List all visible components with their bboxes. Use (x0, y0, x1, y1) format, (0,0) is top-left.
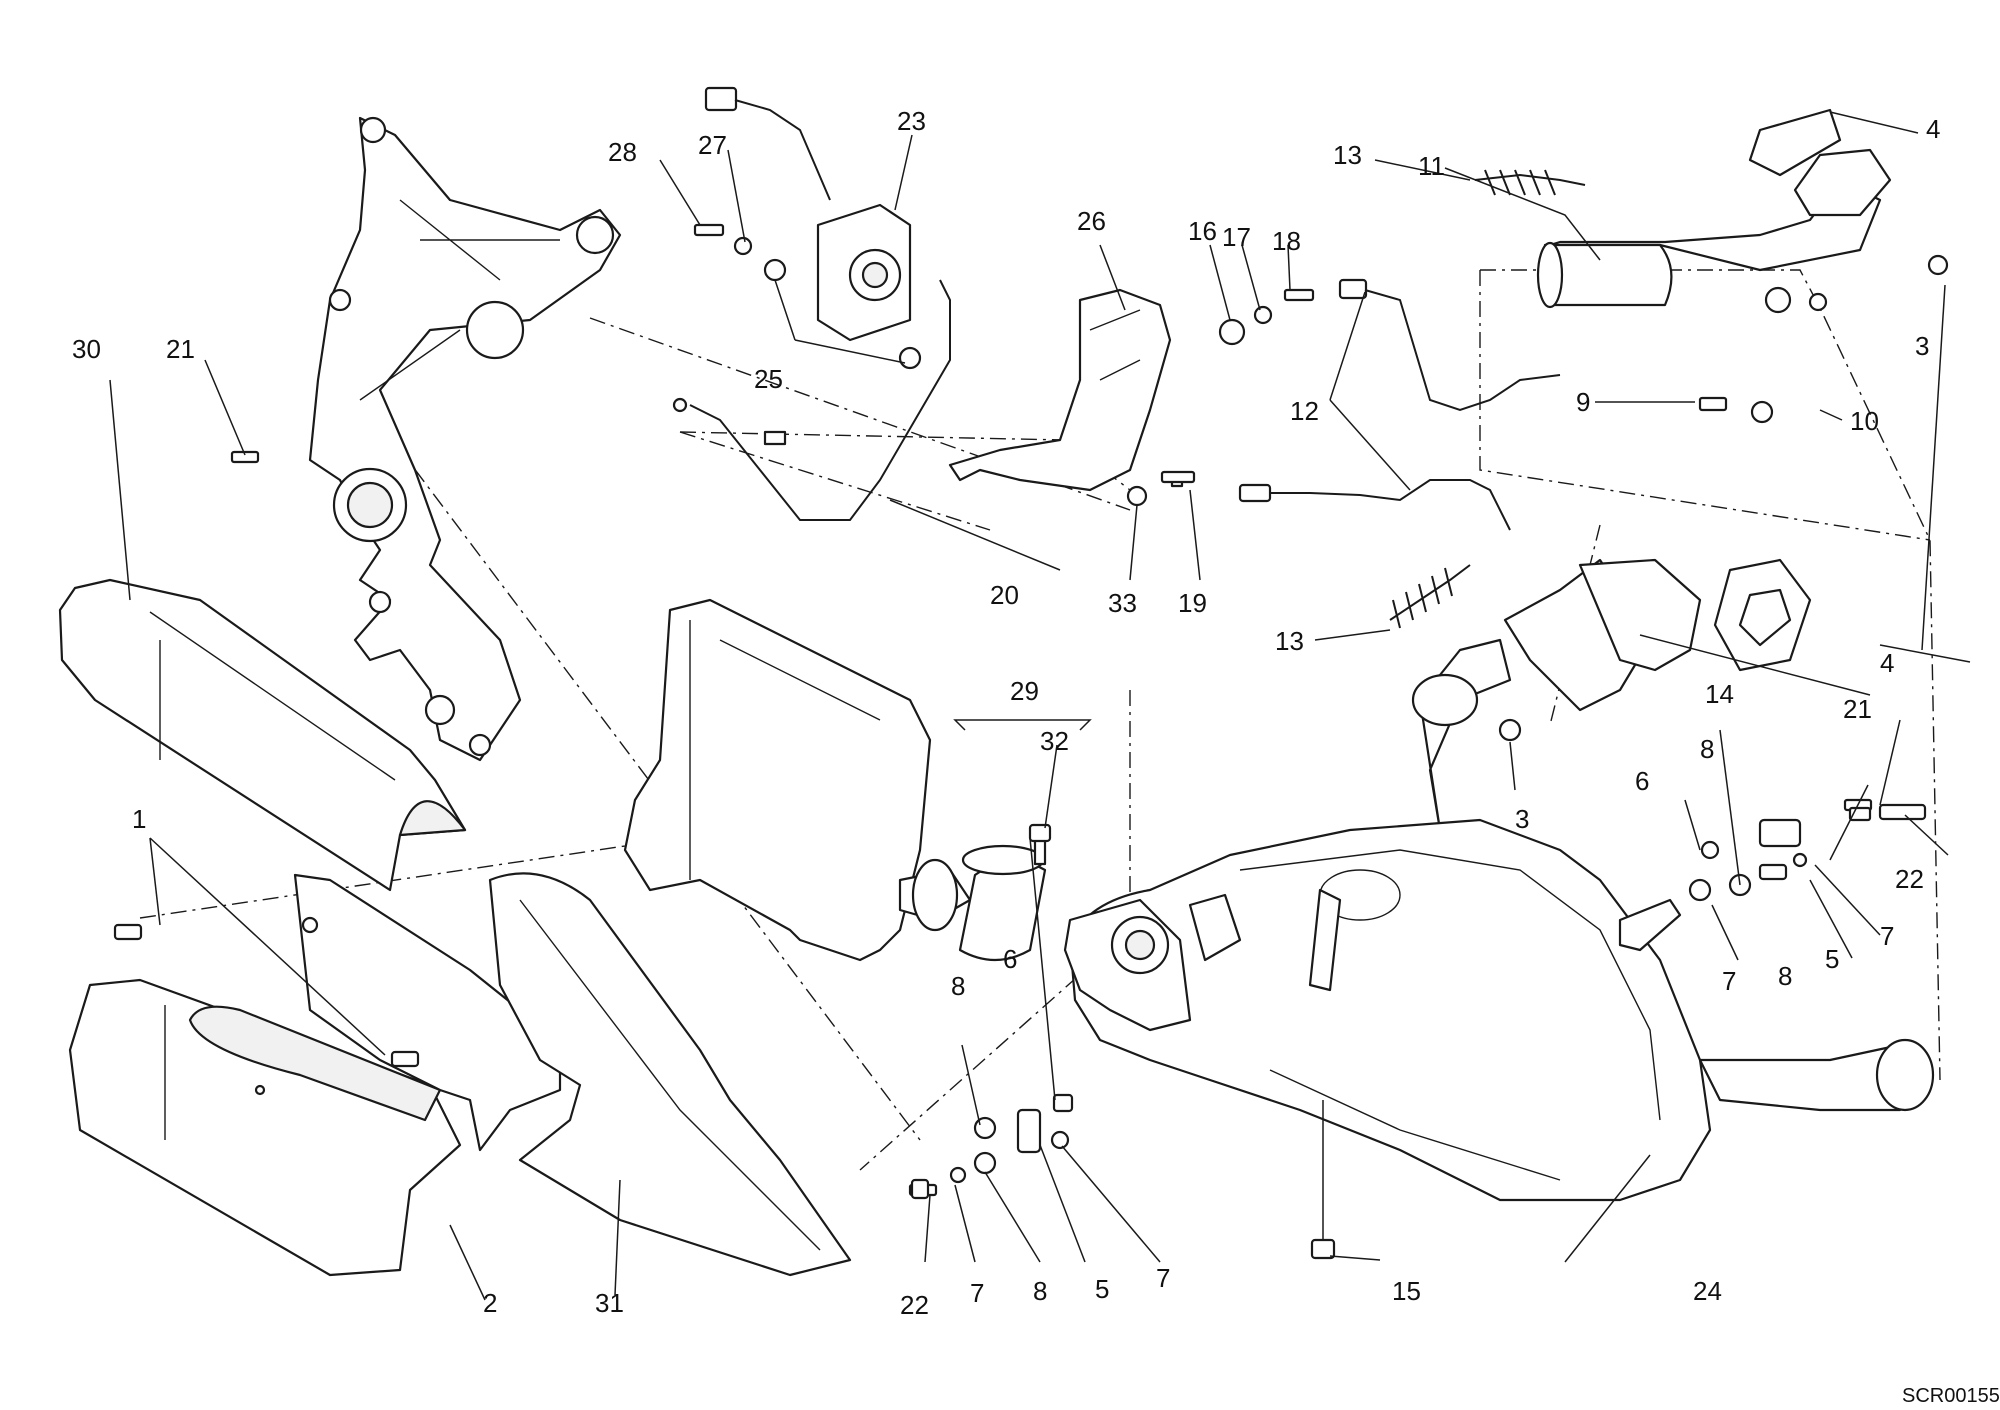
callout-7-c: 7 (1722, 966, 1736, 996)
frame-bracket (308, 116, 622, 762)
drawing-code: SCR00155 (1902, 1385, 2000, 1407)
callout-7-d: 7 (1880, 921, 1894, 951)
callout-17: 17 (1222, 222, 1251, 252)
callout-29: 29 (1010, 676, 1039, 706)
nut-15 (1310, 1100, 1336, 1260)
inlet-pipe-with-valve (1063, 893, 1242, 1032)
callout-32: 32 (1040, 726, 1069, 756)
callout-8-a: 8 (951, 971, 965, 1001)
callout-1: 1 (132, 804, 146, 834)
gaskets-4 (1713, 108, 1842, 672)
callout-8-d: 8 (1778, 961, 1792, 991)
callout-22-right: 22 (1895, 864, 1924, 894)
lambda-sensors-12 (1238, 278, 1561, 531)
callout-25: 25 (754, 364, 783, 394)
callout-6-right: 6 (1635, 766, 1649, 796)
callout-26: 26 (1077, 206, 1106, 236)
springs-13 (1389, 169, 1586, 629)
clamp-hardware-lower (113, 923, 1074, 1200)
bolt-32 (1028, 823, 1052, 866)
valve-cover-26 (948, 288, 1172, 492)
silencer-canister (623, 598, 972, 962)
callout-10: 10 (1850, 406, 1879, 436)
callout-7-a: 7 (970, 1278, 984, 1308)
callout-8-b: 8 (1033, 1276, 1047, 1306)
callout-7-b: 7 (1156, 1263, 1170, 1293)
callout-16: 16 (1188, 216, 1217, 246)
callout-6-left: 6 (1003, 944, 1017, 974)
callout-23: 23 (897, 106, 926, 136)
callout-27: 27 (698, 130, 727, 160)
heat-shield-upper-30 (58, 578, 467, 892)
callout-5-left: 5 (1095, 1274, 1109, 1304)
heat-shield-lower-2 (68, 978, 462, 1277)
callout-22-left: 22 (900, 1290, 929, 1320)
callout-33: 33 (1108, 588, 1137, 618)
callout-30: 30 (72, 334, 101, 364)
callout-19: 19 (1178, 588, 1207, 618)
callout-4-upper: 4 (1926, 114, 1940, 144)
callout-11: 11 (1418, 151, 1445, 181)
callout-leaders (109, 111, 1971, 1301)
callout-28: 28 (608, 137, 637, 167)
callout-21-left: 21 (166, 334, 195, 364)
callout-5-right: 5 (1825, 944, 1839, 974)
washers-and-screws-upper (230, 223, 1315, 507)
callout-2: 2 (483, 1288, 497, 1318)
callout-31: 31 (595, 1288, 624, 1318)
callout-labels: 1 2 3 3 4 4 5 5 6 6 7 7 7 7 8 8 8 8 9 10… (72, 106, 1940, 1320)
callout-9: 9 (1576, 387, 1590, 417)
callout-3-lower: 3 (1515, 804, 1529, 834)
clamp-29 (953, 719, 1092, 961)
callout-14: 14 (1705, 679, 1734, 709)
callout-15: 15 (1392, 1276, 1421, 1306)
callout-20: 20 (990, 580, 1019, 610)
header-pipe-14 (1503, 558, 1702, 712)
callout-18: 18 (1272, 226, 1301, 256)
silencer-cover-31 (254, 872, 852, 1277)
callout-24: 24 (1693, 1276, 1722, 1306)
header-pipe-11 (1536, 148, 1892, 309)
callout-8-c: 8 (1700, 734, 1714, 764)
callout-3-upper: 3 (1915, 331, 1929, 361)
exhaust-valve-actuator-23 (672, 86, 951, 521)
callout-12: 12 (1290, 396, 1319, 426)
callout-13-upper: 13 (1333, 140, 1362, 170)
callout-4-lower: 4 (1880, 648, 1894, 678)
callout-13-lower: 13 (1275, 626, 1304, 656)
callout-21-right: 21 (1843, 694, 1872, 724)
